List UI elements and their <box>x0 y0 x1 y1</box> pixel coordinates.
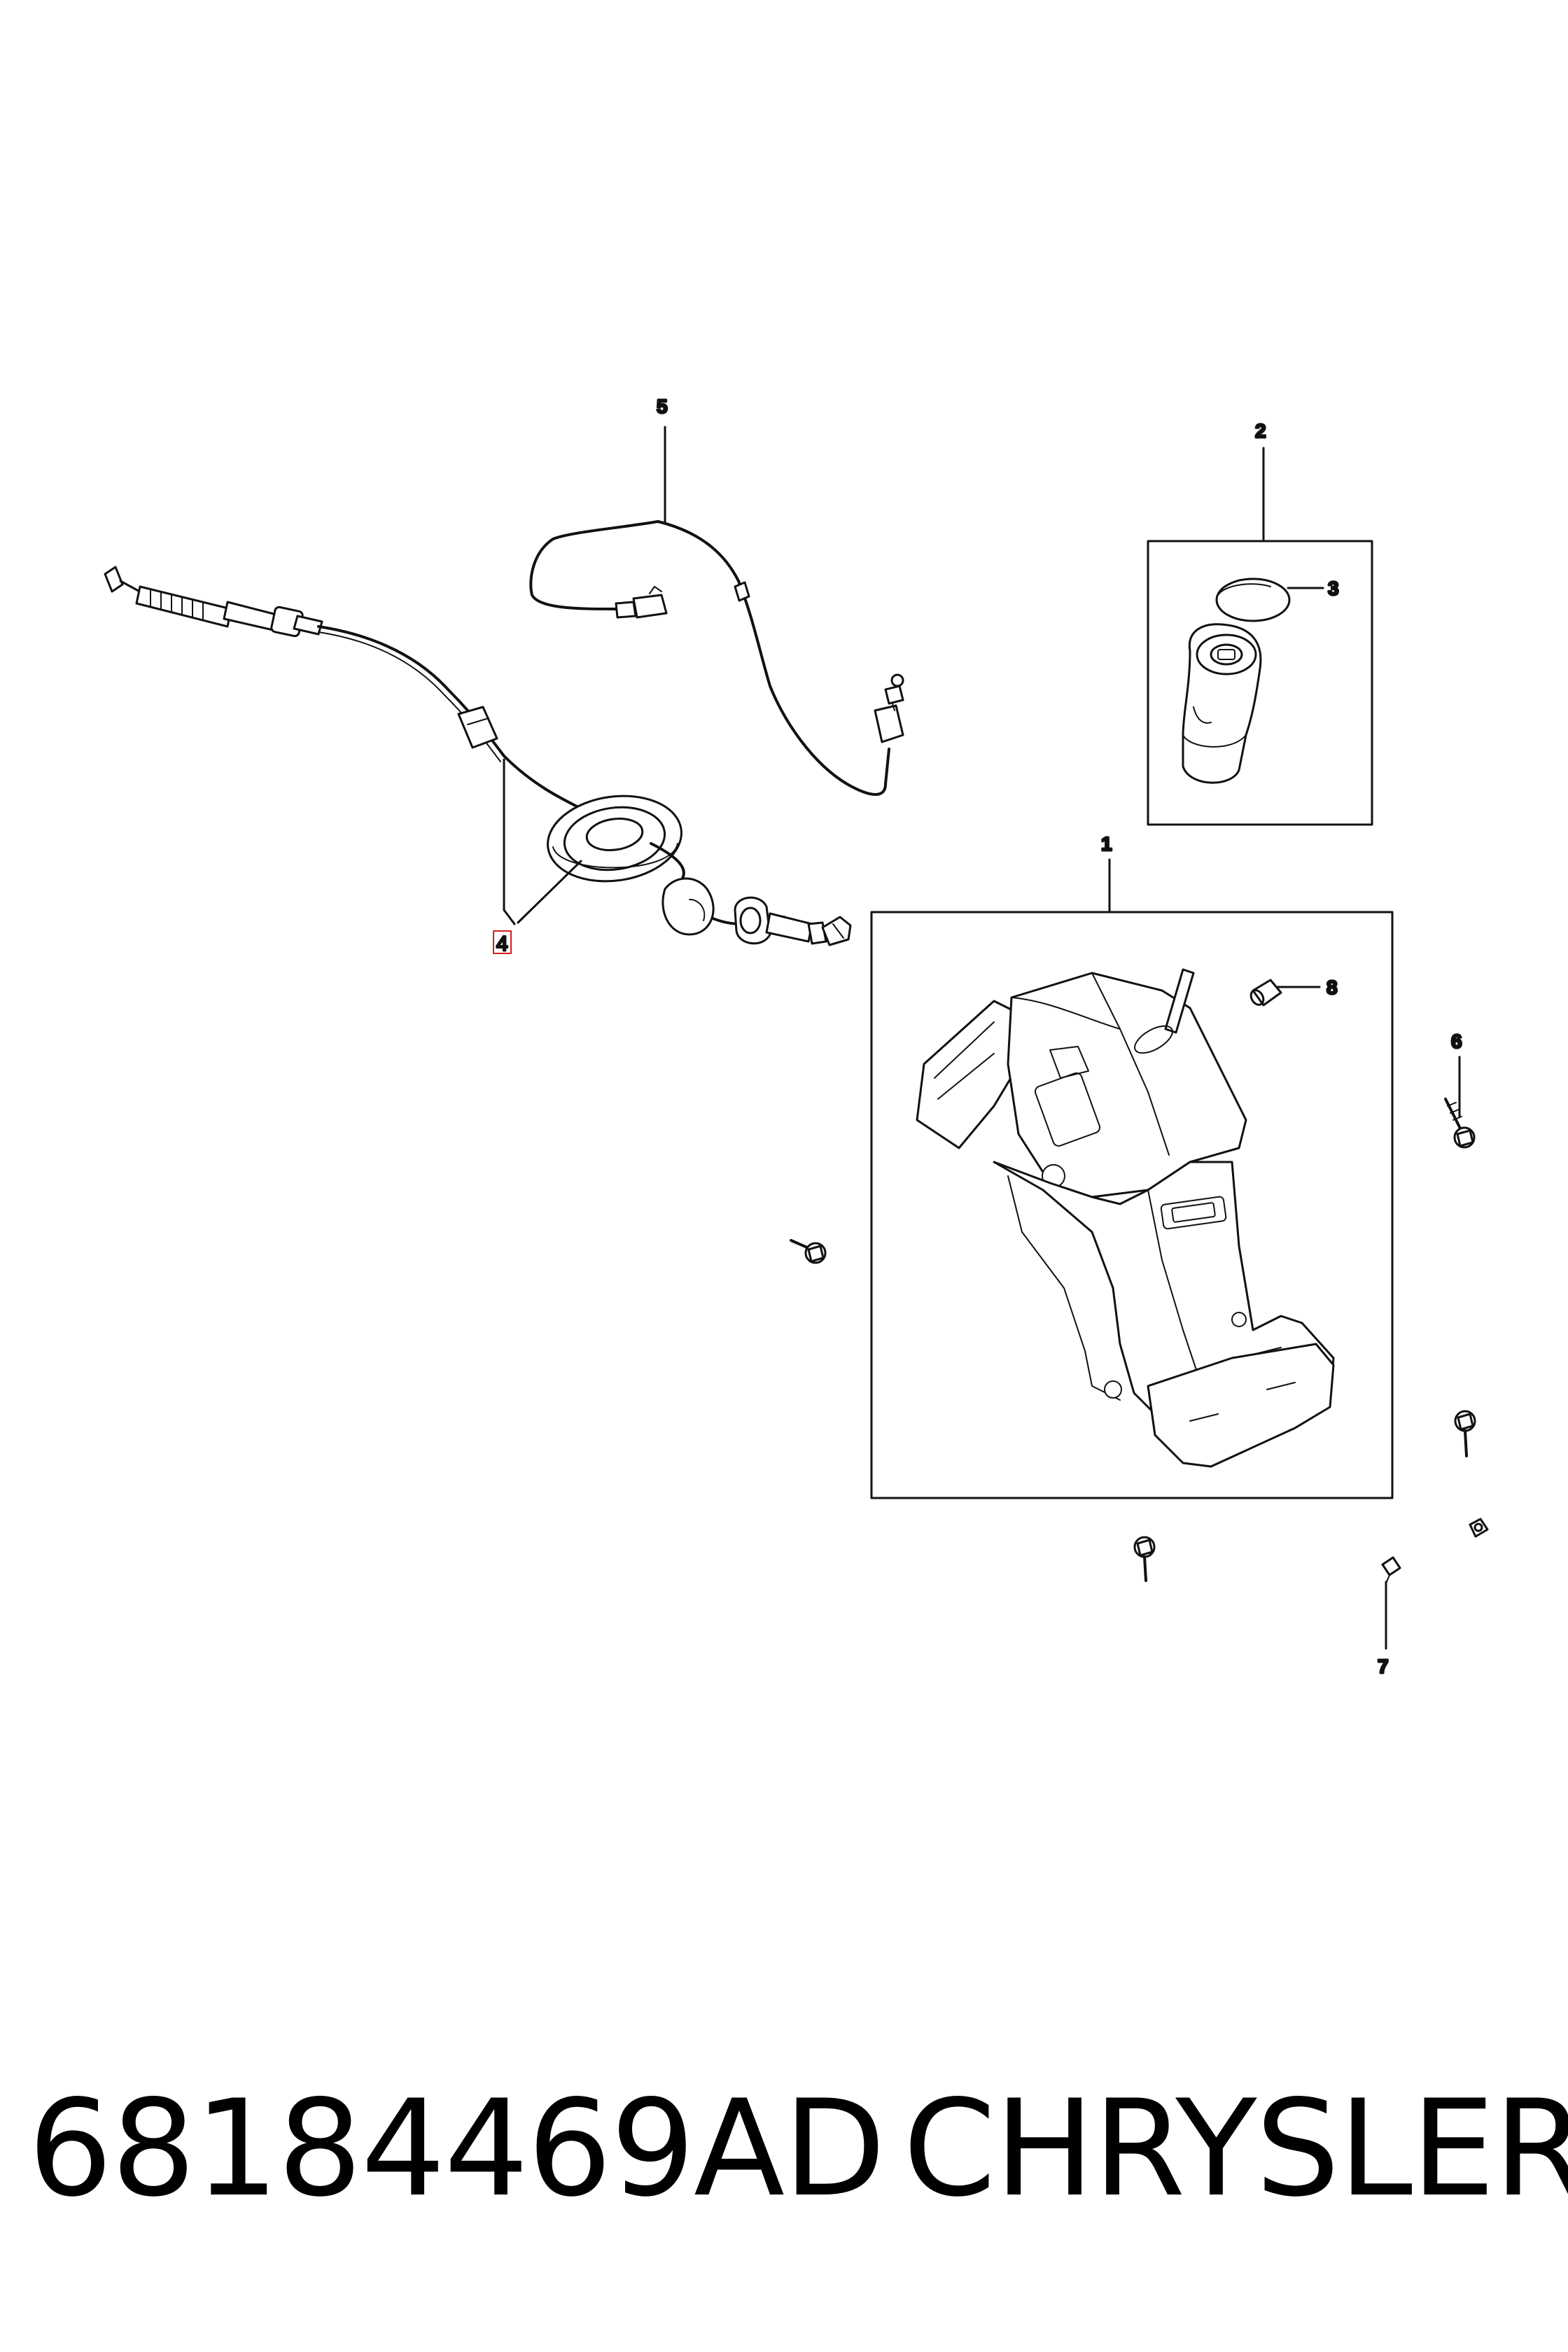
cable-sheath <box>317 625 582 810</box>
brand-name: CHRYSLER <box>903 2071 1568 2226</box>
clip-right <box>1469 1518 1489 1538</box>
shift-knob <box>1182 623 1262 784</box>
callout-6: 6 <box>1451 1030 1462 1052</box>
cable-bracket-clip <box>734 896 813 945</box>
callout-8: 8 <box>1326 976 1338 998</box>
footer-caption: 68184469AD CHRYSLER <box>0 2072 1568 2226</box>
callout-4: 4 <box>496 932 508 955</box>
knob-insert-cap <box>1215 578 1291 622</box>
bolt-bottom <box>1133 1536 1156 1582</box>
bolt-part-6 <box>1444 1098 1476 1149</box>
cable-damper <box>662 877 715 936</box>
callout-2: 2 <box>1255 420 1266 442</box>
shifter-housing <box>916 968 1335 1468</box>
shift-cable-assembly <box>104 566 852 946</box>
callout-7: 7 <box>1378 1656 1389 1677</box>
cable-end-fitting <box>104 566 323 638</box>
knob-kit-box <box>1147 540 1373 826</box>
wiring-harness <box>529 520 904 796</box>
clip-part-7 <box>1381 1556 1401 1584</box>
callout-1: 1 <box>1101 833 1112 855</box>
cable-grommet-seal <box>547 794 682 883</box>
callout-3: 3 <box>1328 578 1339 599</box>
callout-4-highlight[interactable]: 4 <box>493 930 512 957</box>
callout-5: 5 <box>657 396 668 417</box>
bolt-left <box>790 1239 827 1264</box>
shifter-assembly-box <box>870 911 1394 1499</box>
part-number: 68184469AD <box>28 2071 886 2226</box>
bolt-right-lower <box>1454 1410 1476 1457</box>
pin-part-8 <box>1250 979 1282 1007</box>
